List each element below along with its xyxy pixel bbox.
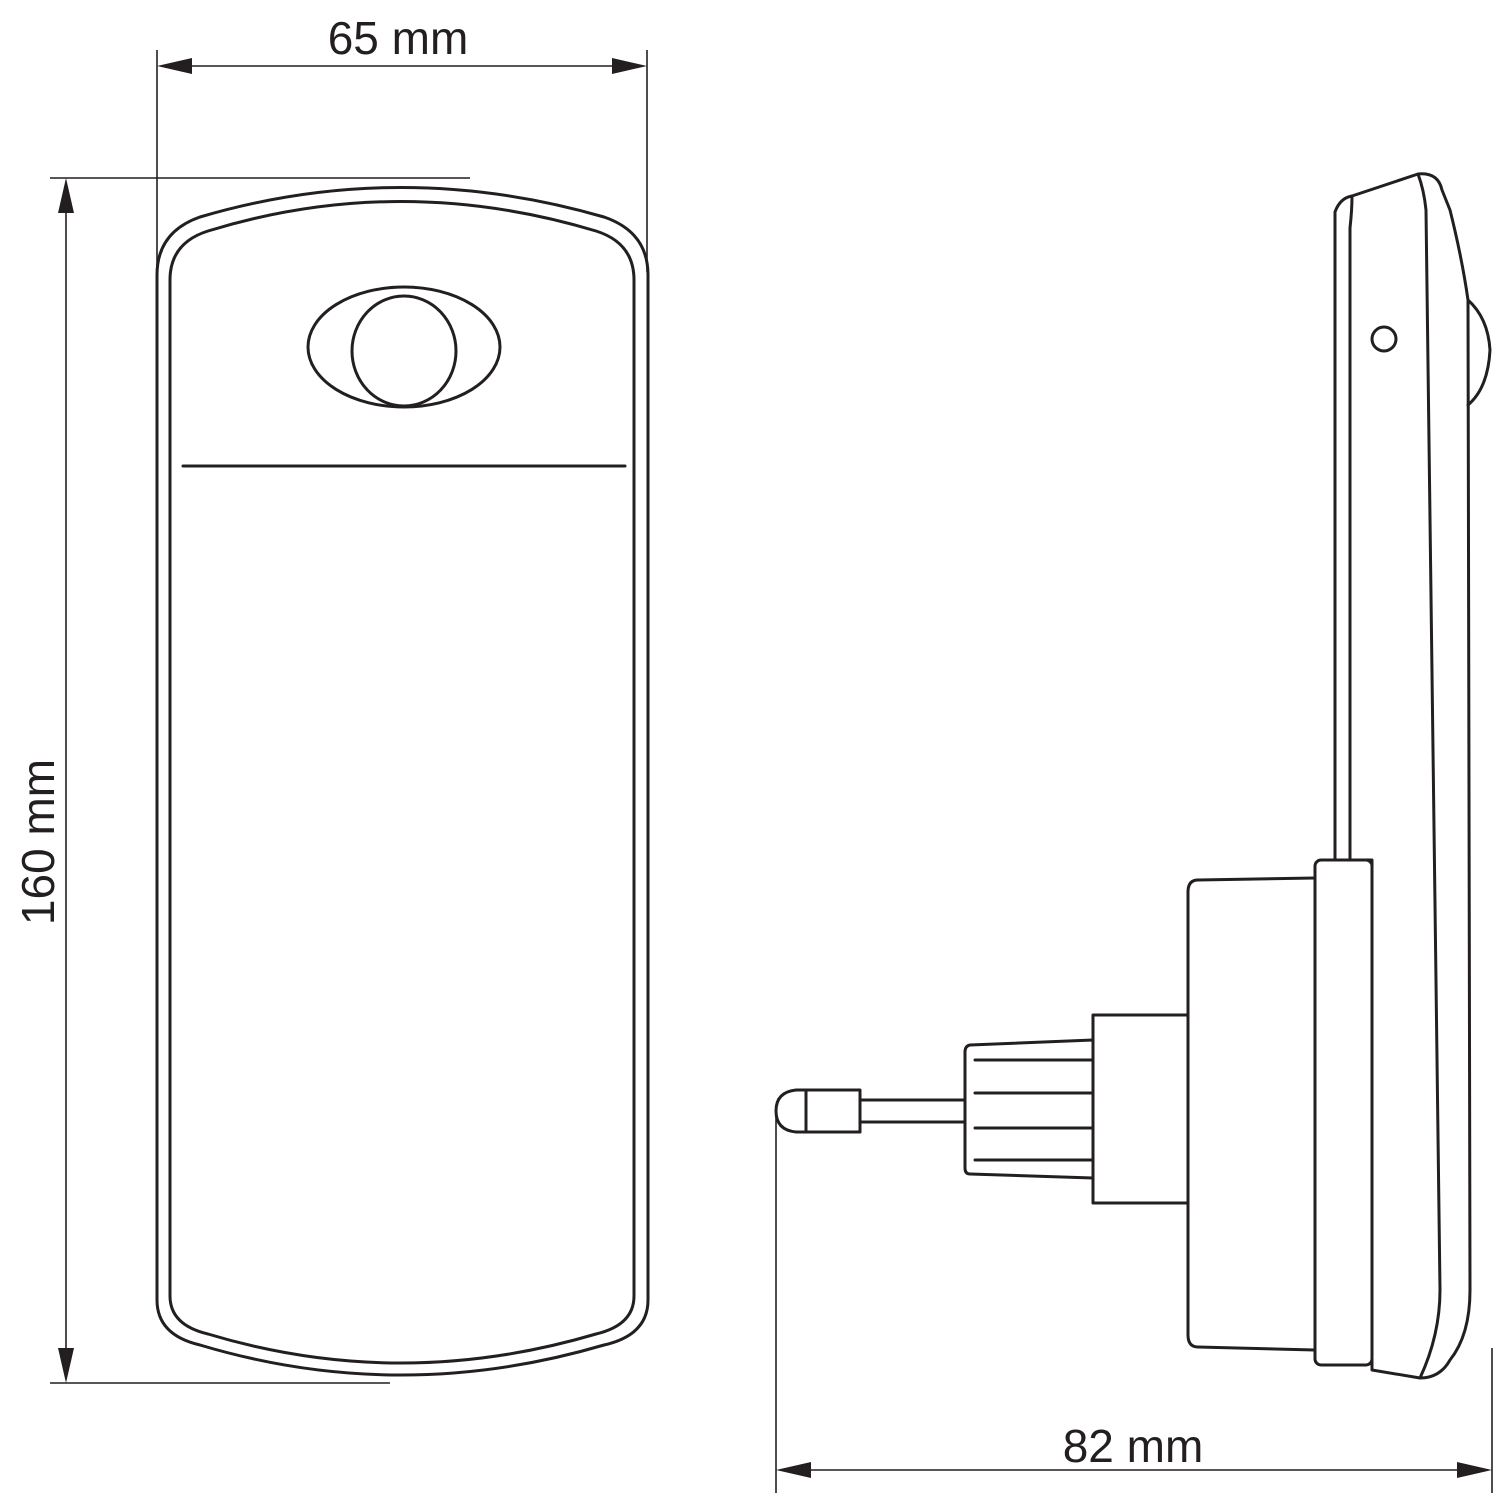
width-label: 65 mm	[328, 12, 469, 64]
front-outer-outline	[155, 186, 650, 1377]
motion-sensor-lens-icon	[350, 294, 458, 408]
front-inner-outline	[168, 200, 636, 1365]
side-front-face-edge	[1416, 172, 1442, 1380]
height-arrow-top	[58, 178, 74, 213]
width-dimension: 65 mm	[156, 12, 648, 272]
side-view	[774, 172, 1492, 1380]
depth-dimension: 82 mm	[775, 1115, 1493, 1493]
plug-neck	[1091, 1013, 1190, 1205]
height-label: 160 mm	[12, 759, 64, 925]
height-dimension: 160 mm	[12, 177, 470, 1384]
front-view	[155, 186, 650, 1377]
side-body-outline	[1333, 172, 1472, 1380]
depth-arrow-left	[776, 1462, 811, 1478]
height-arrow-bottom	[58, 1348, 74, 1383]
plug-pin-end-cap	[774, 1088, 808, 1134]
plug-collar	[963, 1038, 1095, 1180]
depth-arrow-right	[1457, 1462, 1492, 1478]
side-sensor-bump	[1466, 298, 1492, 407]
plug-mount-plate	[1313, 858, 1374, 1367]
depth-label: 82 mm	[1063, 1420, 1204, 1472]
plug-housing	[1186, 876, 1317, 1352]
width-arrow-left	[157, 58, 192, 74]
sensor-housing-ellipse	[306, 285, 502, 409]
width-arrow-right	[612, 58, 647, 74]
side-body-inner-edge	[1348, 194, 1354, 862]
indicator-led-icon	[1370, 325, 1398, 353]
plug-pin-tip	[804, 1088, 862, 1134]
